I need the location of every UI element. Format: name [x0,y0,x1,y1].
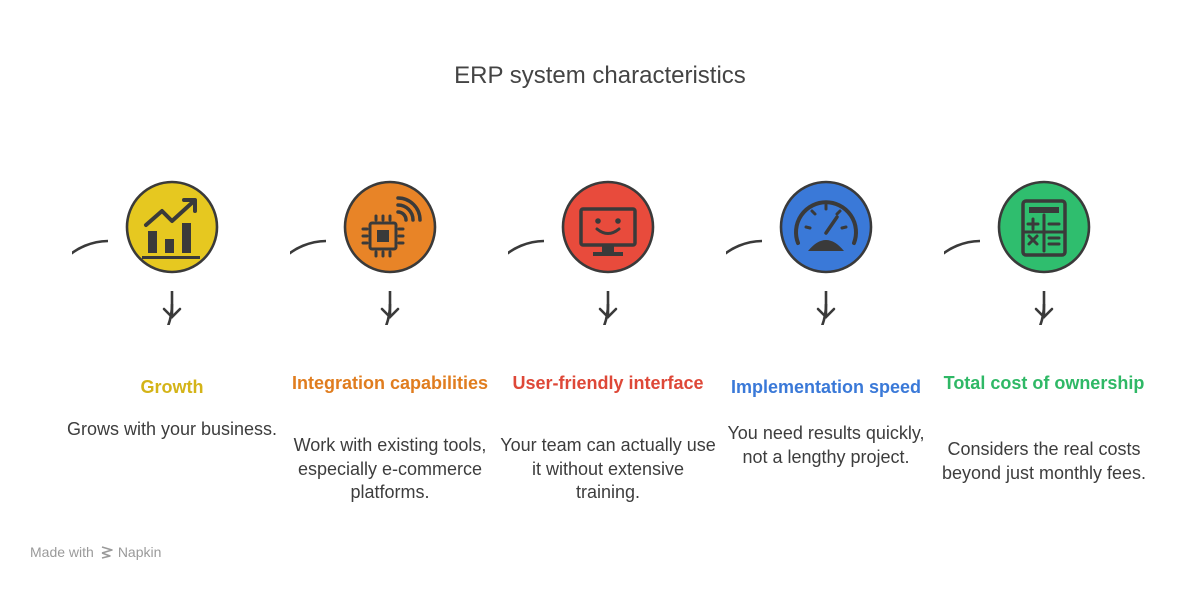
total-cost-icon-wrap [944,165,1144,325]
growth-chart-icon [142,198,200,259]
item-title: Implementation speed [730,377,922,397]
footer-prefix: Made with [30,544,94,560]
item-description: Your team can actually use it without ex… [500,435,716,502]
calculator-icon [1021,199,1067,257]
smiley-monitor-icon [579,207,637,256]
item-title: Integration capabilities [291,373,489,393]
speedometer-icon [794,200,858,251]
implementation-speed-icon-wrap [726,165,926,325]
circular-arrow-icon [726,180,873,325]
page-title: ERP system characteristics [454,62,746,89]
item-description: Considers the real costs beyond just mon… [941,439,1147,483]
item-description: Grows with your business. [66,419,278,439]
item-title: User-friendly interface [512,373,704,393]
footer-brand: Napkin [117,544,162,560]
footer-watermark: Made with Napkin [30,544,161,560]
growth-icon-wrap [72,165,272,325]
user-friendly-icon-wrap [508,165,708,325]
item-title: Total cost of ownership [943,373,1145,393]
item-title: Growth [140,377,204,397]
napkin-logo-icon [101,546,113,559]
integration-icon-wrap [290,165,490,325]
item-description: You need results quickly, not a lengthy … [727,423,925,467]
circular-arrow-icon [508,180,655,325]
chip-wifi-icon [361,196,422,258]
item-description: Work with existing tools, especially e-c… [293,435,487,502]
